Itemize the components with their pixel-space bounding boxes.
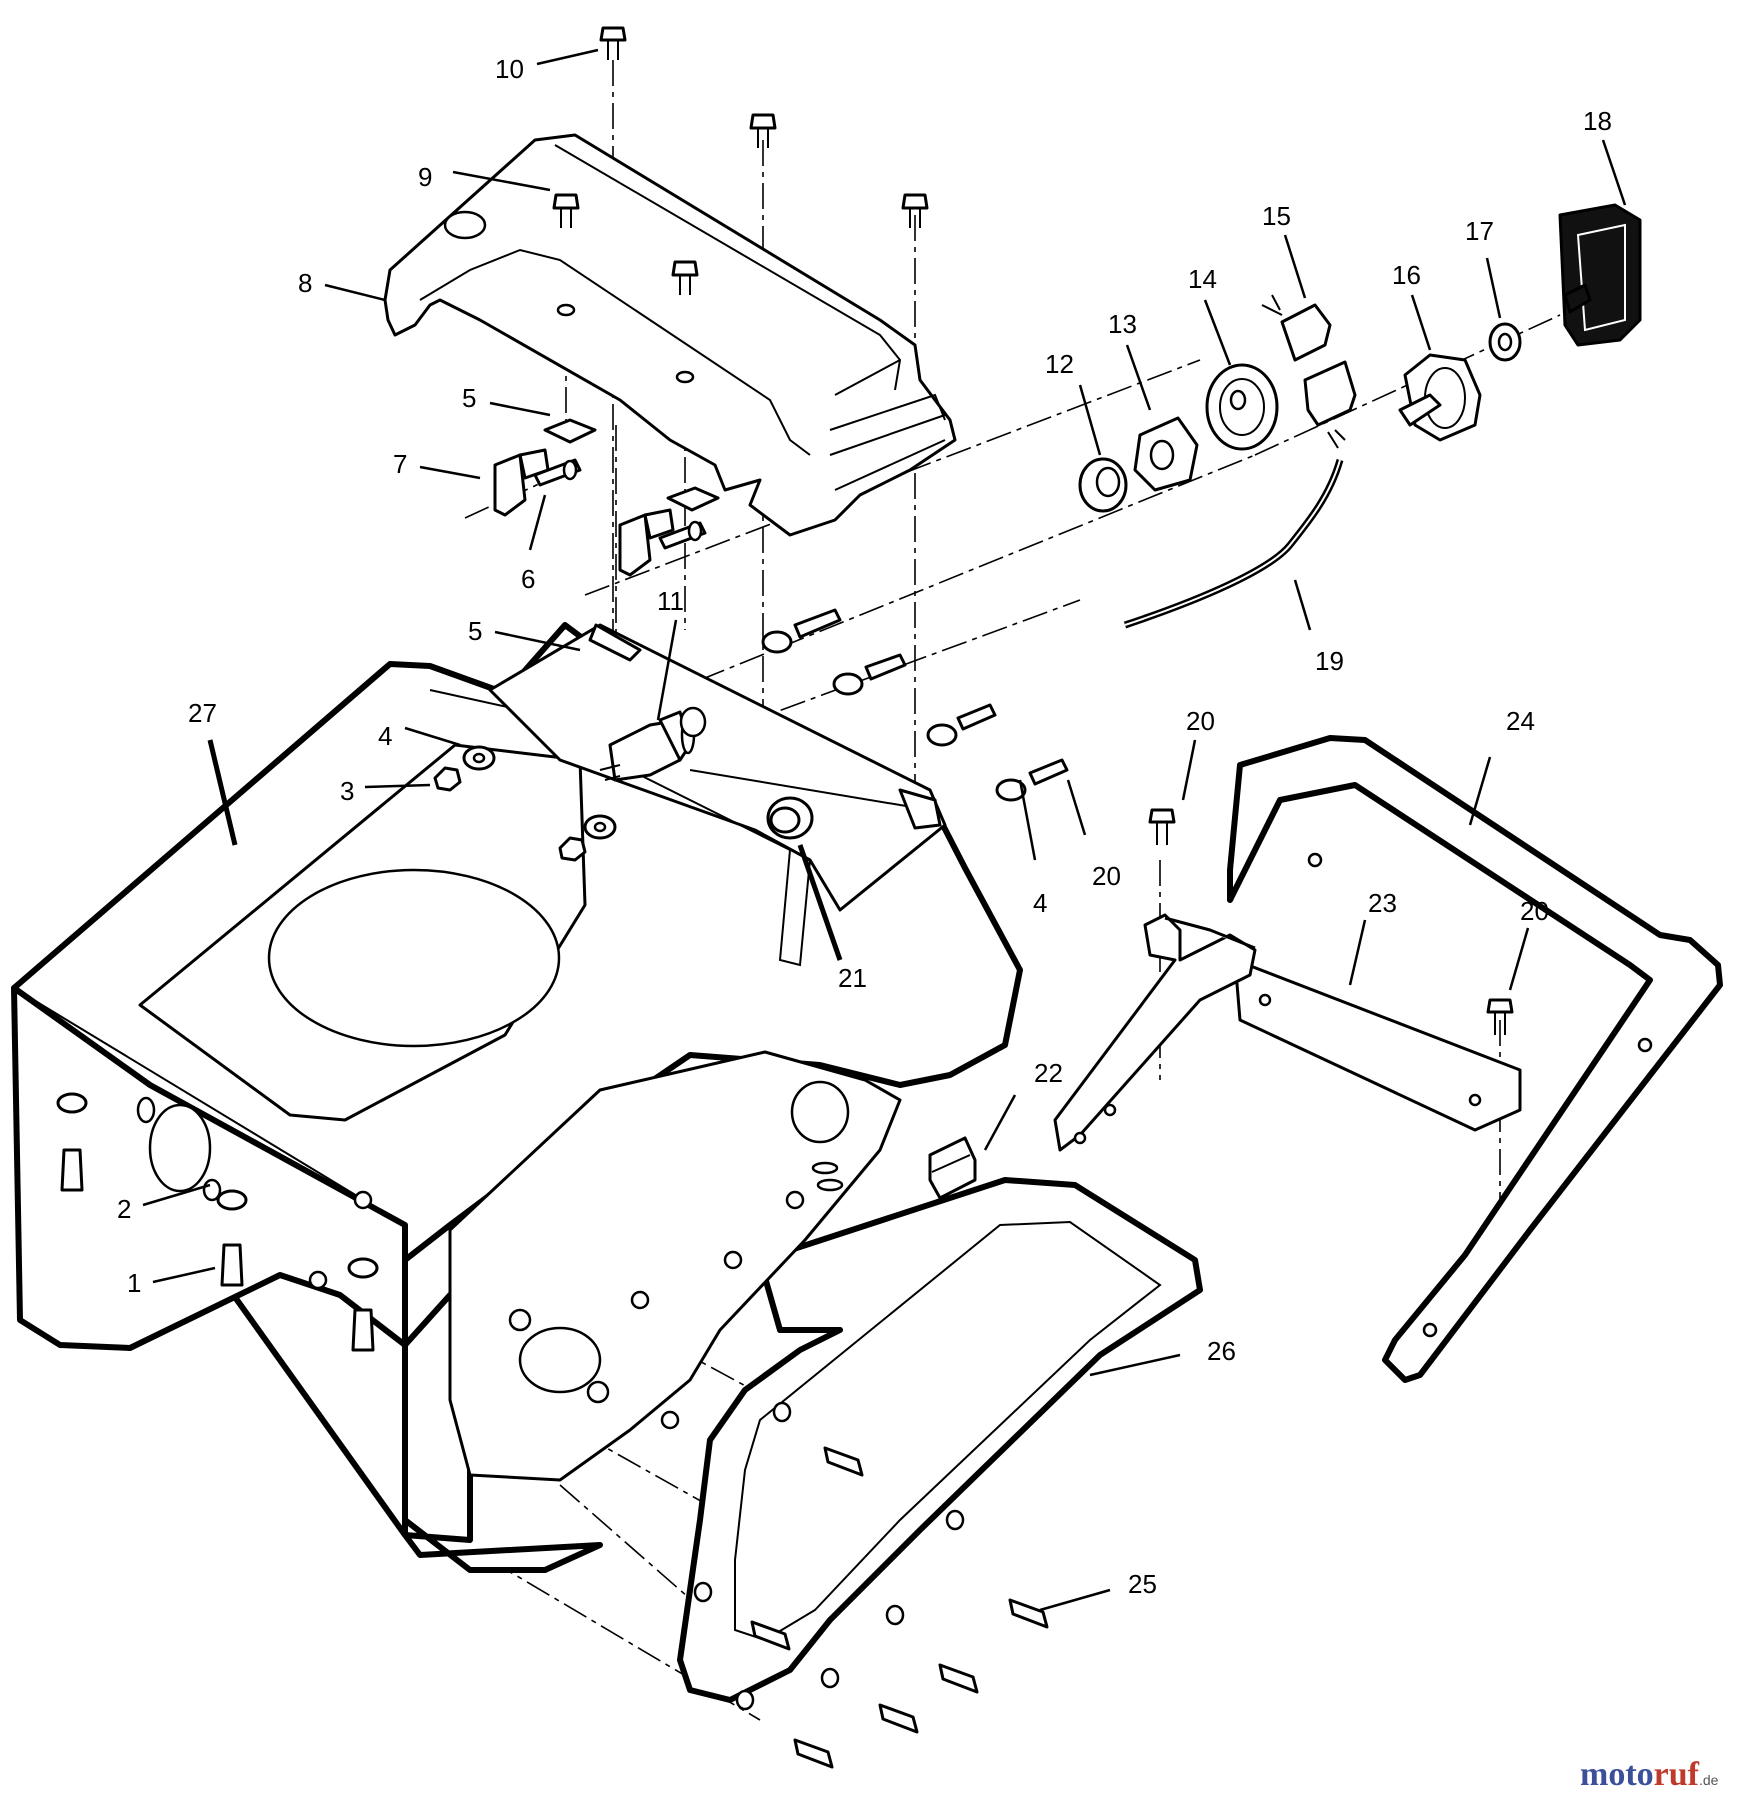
callout-15: 15	[1262, 201, 1291, 231]
keys	[1261, 294, 1357, 449]
callout-24: 24	[1506, 706, 1535, 736]
callout-25: 25	[1128, 1569, 1157, 1599]
callout-7: 7	[393, 449, 407, 479]
cross-bar	[1233, 958, 1522, 1132]
callout-27: 27	[188, 698, 217, 728]
callout-labels: 1 2 3 4 4 5 5 6 7 8 9 10 11 12 13 14 15 …	[117, 54, 1612, 1599]
callout-20c: 20	[1520, 896, 1549, 926]
knob-handle	[1558, 203, 1642, 347]
choke-knob	[766, 796, 814, 840]
callout-20a: 20	[1186, 706, 1215, 736]
lower-frame-arms	[1053, 913, 1257, 1152]
callout-14: 14	[1188, 264, 1217, 294]
callout-23: 23	[1368, 888, 1397, 918]
callout-6: 6	[521, 564, 535, 594]
callout-5a: 5	[462, 383, 476, 413]
callout-19: 19	[1315, 646, 1344, 676]
callout-4a: 4	[378, 721, 392, 751]
callout-20b: 20	[1092, 861, 1121, 891]
callout-10: 10	[495, 54, 524, 84]
callout-8: 8	[298, 268, 312, 298]
callout-21: 21	[838, 963, 867, 993]
bezel	[1205, 363, 1279, 451]
watermark-part1: moto	[1580, 1756, 1654, 1793]
svg-text:motoruf.de: motoruf.de	[1580, 1756, 1719, 1793]
callout-9: 9	[418, 162, 432, 192]
top-shroud	[383, 133, 957, 537]
callout-18: 18	[1583, 106, 1612, 136]
knob-washer	[1488, 322, 1522, 362]
cover-screws	[750, 1446, 1049, 1769]
screws	[552, 26, 929, 295]
callout-12: 12	[1045, 349, 1074, 379]
callout-16: 16	[1392, 260, 1421, 290]
callout-4b: 4	[1033, 888, 1047, 918]
watermark-part2: ruf	[1654, 1756, 1700, 1793]
part-22-clip	[928, 1136, 977, 1200]
callout-13: 13	[1108, 309, 1137, 339]
callout-17: 17	[1465, 216, 1494, 246]
lower-screws	[56, 1092, 379, 1352]
lock-washer	[1078, 457, 1128, 513]
callout-2: 2	[117, 1194, 131, 1224]
handle	[1227, 735, 1723, 1383]
callout-1: 1	[127, 1268, 141, 1298]
callout-22: 22	[1034, 1058, 1063, 1088]
callout-26: 26	[1207, 1336, 1236, 1366]
side-frame-plate	[448, 1050, 902, 1482]
belt-cover	[677, 1177, 1203, 1711]
callout-5b: 5	[468, 616, 482, 646]
ignition-switch	[599, 706, 707, 782]
leader-lines	[142, 48, 1627, 1612]
hex-nut	[1133, 416, 1199, 492]
callout-11: 11	[657, 586, 684, 616]
callout-3: 3	[340, 776, 354, 806]
watermark-suffix: .de	[1699, 1772, 1719, 1788]
panel-screws	[761, 608, 1069, 802]
cable	[1123, 459, 1344, 629]
watermark-logo: motoruf.de	[1580, 1756, 1719, 1793]
handle-screws	[1148, 808, 1514, 1035]
nuts-washers	[433, 745, 617, 862]
knob-base	[1398, 353, 1482, 442]
brackets	[493, 418, 720, 577]
